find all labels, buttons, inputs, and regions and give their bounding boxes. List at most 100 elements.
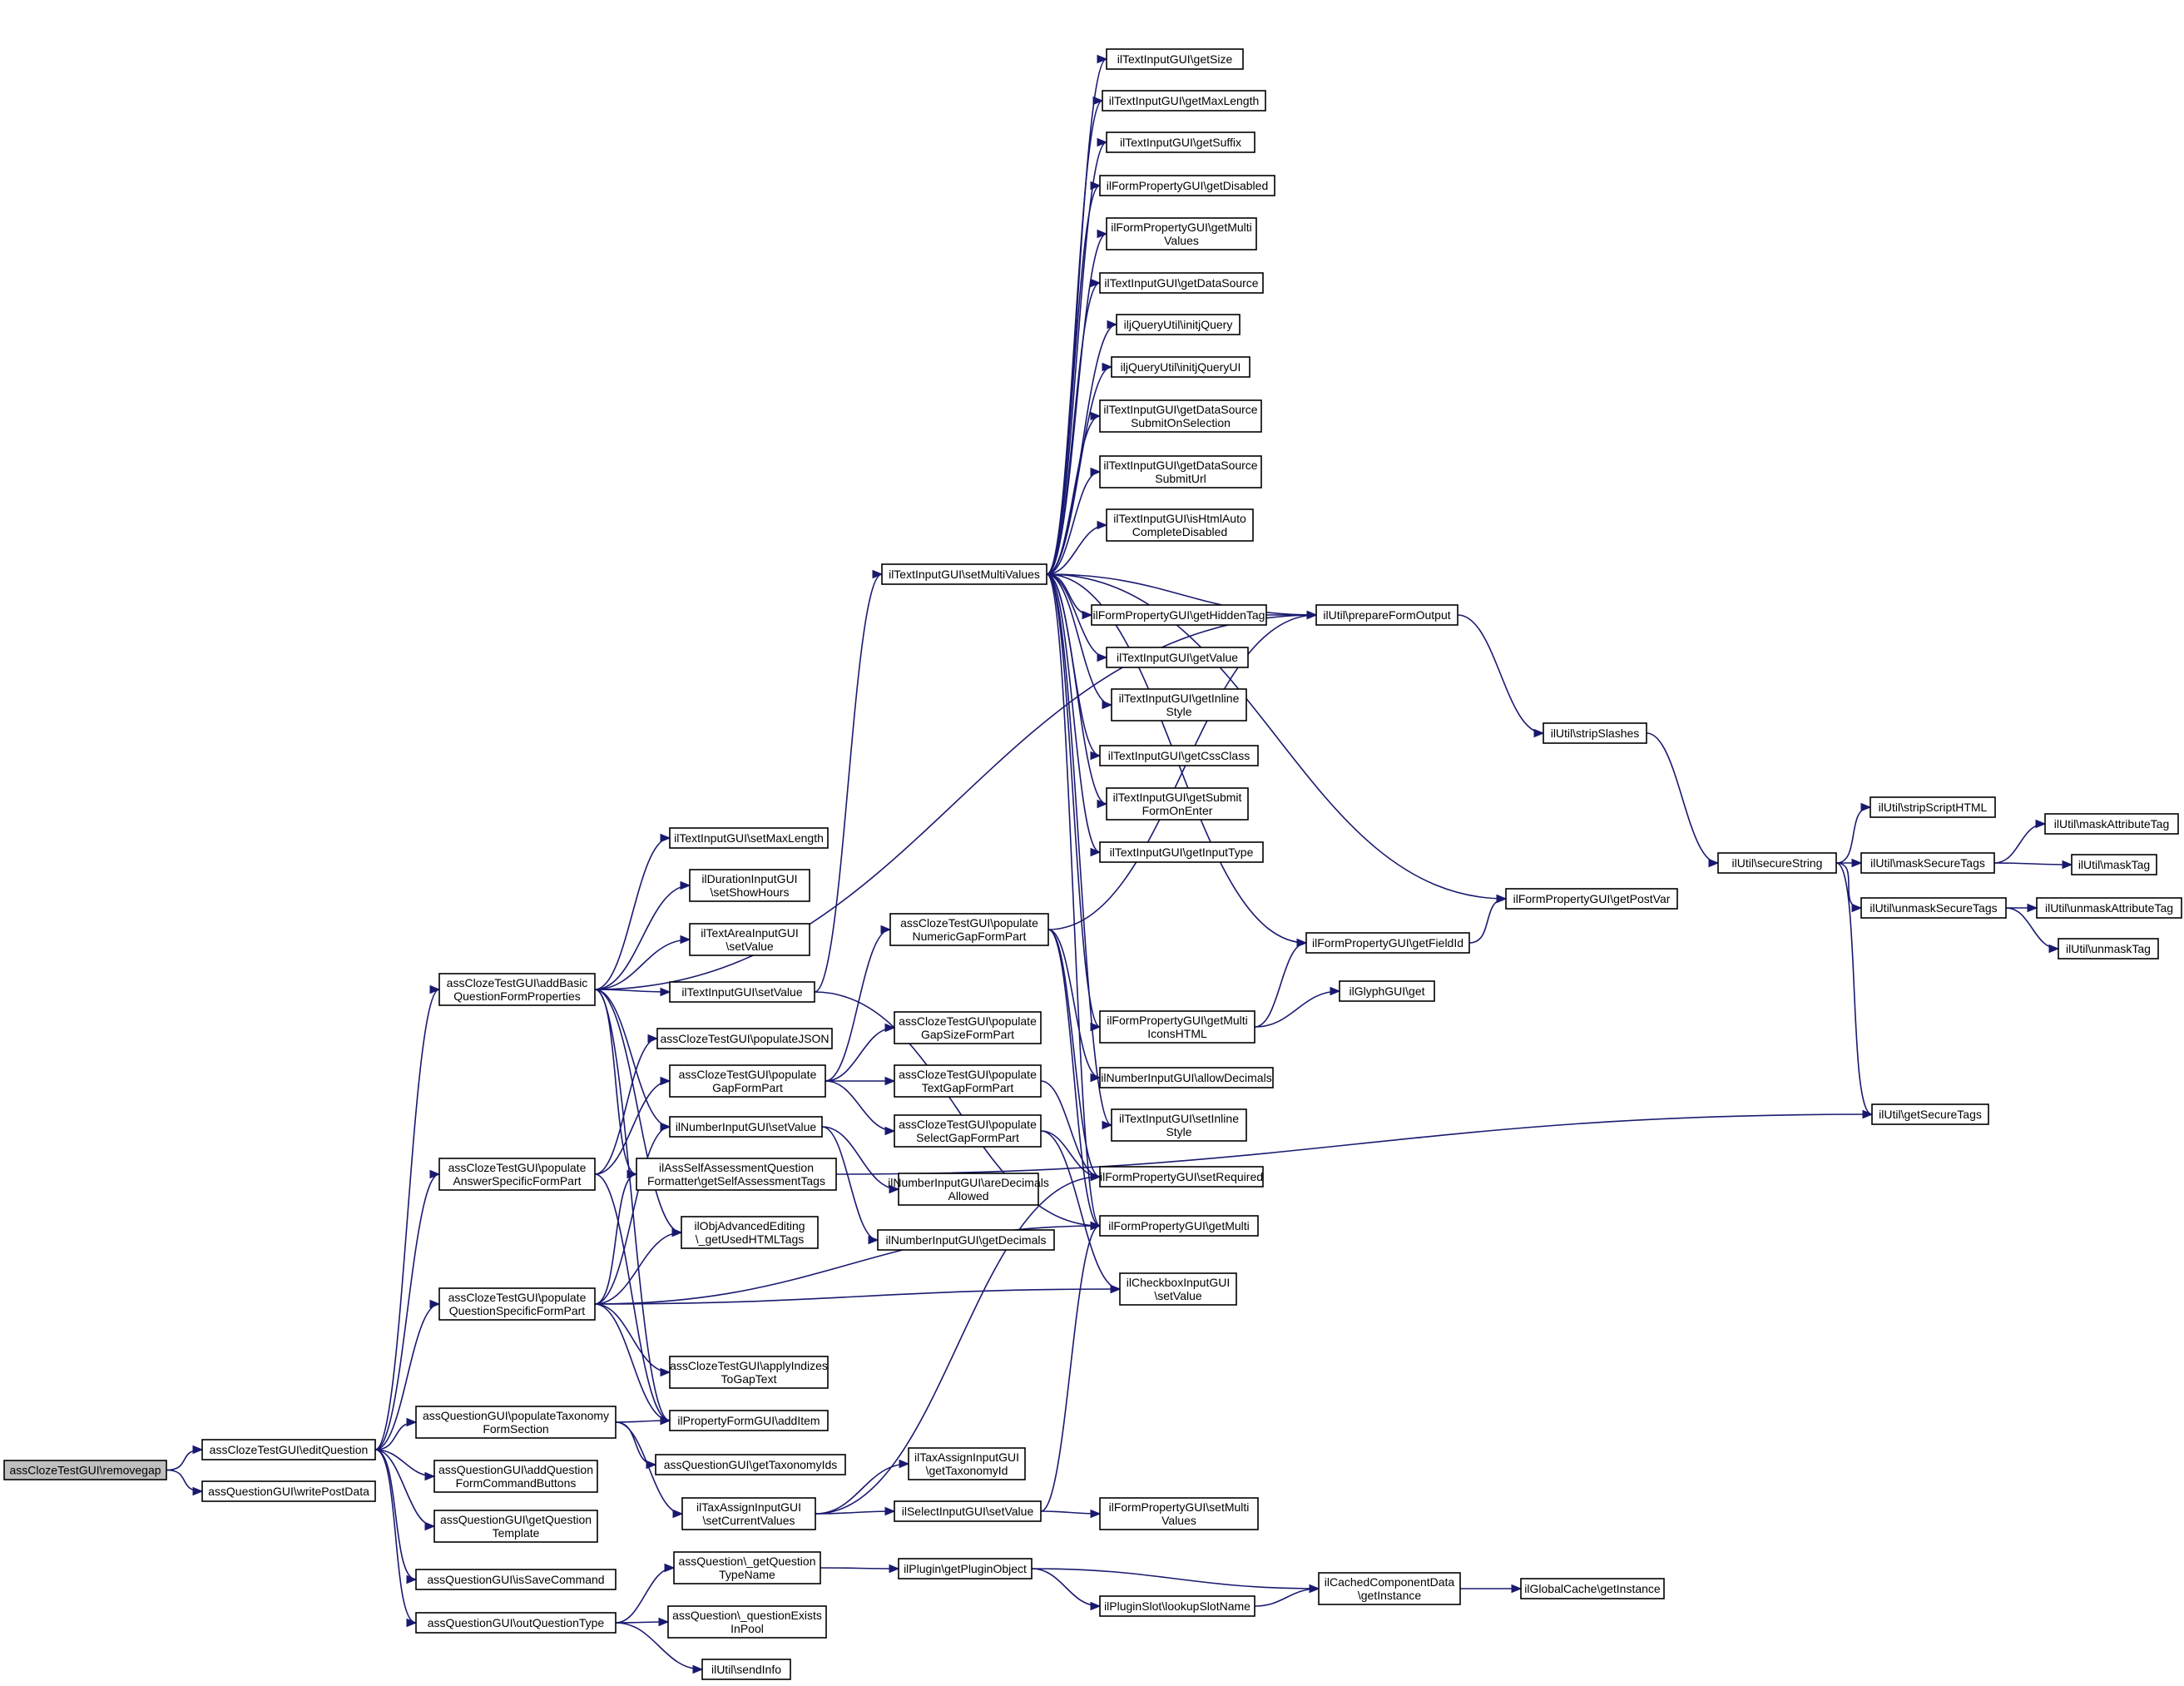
node-populate-answer[interactable]: assClozeTestGUI\populateAnswerSpecificFo… <box>438 1158 596 1191</box>
node-add-item[interactable]: ilPropertyFormGUI\addItem <box>669 1410 829 1431</box>
node-strip-script-html[interactable]: ilUtil\stripScriptHTML <box>1870 796 1996 818</box>
node-fp-get-disabled[interactable]: ilFormPropertyGUI\getDisabled <box>1099 175 1275 196</box>
node-populate-select-gap[interactable]: assClozeTestGUI\populateSelectGapFormPar… <box>894 1114 1042 1148</box>
edge-arrowhead <box>626 1169 638 1179</box>
node-add-question-form-command[interactable]: assQuestionGUI\addQuestionFormCommandBut… <box>433 1460 598 1493</box>
node-send-info[interactable]: ilUtil\sendInfo <box>701 1659 791 1680</box>
node-unmask-tag[interactable]: ilUtil\unmaskTag <box>2058 938 2159 960</box>
node-plugin-get-plugin-object[interactable]: ilPlugin\getPluginObject <box>898 1558 1033 1579</box>
node-populate-taxonomy[interactable]: assQuestionGUI\populateTaxonomyFormSecti… <box>415 1406 617 1439</box>
node-ti-get-input-type[interactable]: ilTextInputGUI\getInputType <box>1099 841 1264 863</box>
node-num-get-decimals[interactable]: ilNumberInputGUI\getDecimals <box>877 1229 1055 1251</box>
edge-arrowhead <box>1708 858 1720 868</box>
node-ti-get-value[interactable]: ilTextInputGUI\getValue <box>1106 647 1249 668</box>
node-populate-question[interactable]: assClozeTestGUI\populateQuestionSpecific… <box>438 1287 596 1321</box>
node-num-allow-decimals[interactable]: ilNumberInputGUI\allowDecimals <box>1099 1067 1274 1088</box>
node-fp-get-multi[interactable]: ilFormPropertyGUI\getMulti <box>1099 1215 1259 1237</box>
edge-edit-question-to-out-question-type <box>374 1449 418 1628</box>
edge-line <box>594 939 691 990</box>
node-removegap[interactable]: assClozeTestGUI\removegap <box>3 1460 167 1480</box>
node-global-cache-get-instance[interactable]: ilGlobalCache\getInstance <box>1520 1578 1665 1599</box>
node-ti-get-dssubmit-on-sel[interactable]: ilTextInputGUI\getDataSourceSubmitOnSele… <box>1099 399 1262 433</box>
node-num-set-value[interactable]: ilNumberInputGUI\setValue <box>669 1116 823 1138</box>
edge-arrowhead <box>1092 96 1104 106</box>
node-cb-set-value[interactable]: ilCheckboxInputGUI\setValue <box>1119 1272 1237 1306</box>
node-box <box>908 1447 1026 1480</box>
node-fp-get-field-id[interactable]: ilFormPropertyGUI\getFieldId <box>1305 932 1470 954</box>
node-select-set-value[interactable]: ilSelectInputGUI\setValue <box>894 1500 1042 1522</box>
node-unmask-secure-tags[interactable]: ilUtil\unmaskSecureTags <box>1860 897 2007 919</box>
edge-line <box>820 1567 899 1569</box>
node-label: ilFormPropertyGUI\getMulti <box>1108 1219 1250 1232</box>
node-plugin-slot-lookup[interactable]: ilPluginSlot\lookupSlotName <box>1099 1595 1255 1617</box>
node-fp-set-required[interactable]: ilFormPropertyGUI\setRequired <box>1099 1166 1264 1188</box>
node-tax-get-taxonomy-id[interactable]: ilTaxAssignInputGUI\getTaxonomyId <box>908 1447 1026 1480</box>
node-cached-get-instance[interactable]: ilCachedComponentData\getInstance <box>1318 1572 1461 1605</box>
node-fp-get-post-var[interactable]: ilFormPropertyGUI\getPostVar <box>1505 888 1678 910</box>
node-fp-set-multi-values[interactable]: ilFormPropertyGUI\setMultiValues <box>1099 1497 1259 1530</box>
node-label: SubmitOnSelection <box>1131 416 1231 429</box>
node-ti-get-data-source[interactable]: ilTextInputGUI\getDataSource <box>1099 272 1264 294</box>
node-write-post-data[interactable]: assQuestionGUI\writePostData <box>201 1480 376 1502</box>
node-prepare-form-output[interactable]: ilUtil\prepareFormOutput <box>1315 604 1458 626</box>
edge-line <box>594 1173 637 1305</box>
node-ti-set-value[interactable]: ilTextInputGUI\setValue <box>669 981 815 1003</box>
node-fp-get-hidden-tag[interactable]: ilFormPropertyGUI\getHiddenTag <box>1091 604 1267 626</box>
node-jq-initj-query[interactable]: iljQueryUtil\initjQuery <box>1116 314 1241 335</box>
node-tax-set-current[interactable]: ilTaxAssignInputGUI\setCurrentValues <box>681 1497 816 1530</box>
node-ta-set-value[interactable]: ilTextAreaInputGUI\setValue <box>689 923 810 956</box>
node-is-save-command[interactable]: assQuestionGUI\isSaveCommand <box>415 1569 617 1590</box>
edge-line <box>1040 1225 1101 1512</box>
node-jq-initj-query-ui[interactable]: iljQueryUtil\initjQueryUI <box>1111 356 1250 378</box>
node-mask-tag[interactable]: ilUtil\maskTag <box>2071 854 2157 875</box>
node-get-taxonomy-ids[interactable]: assQuestionGUI\getTaxonomyIds <box>655 1454 846 1475</box>
edge-line <box>374 1173 440 1450</box>
node-glyph-get[interactable]: ilGlyphGUI\get <box>1339 980 1435 1002</box>
node-ti-set-multi-values[interactable]: ilTextInputGUI\setMultiValues <box>881 563 1047 585</box>
node-self-assessment[interactable]: ilAssSelfAssessmentQuestionFormatter\get… <box>636 1158 837 1191</box>
node-out-question-type[interactable]: assQuestionGUI\outQuestionType <box>415 1612 617 1634</box>
node-box <box>1871 1103 1989 1125</box>
node-strip-slashes[interactable]: ilUtil\stripSlashes <box>1543 722 1647 744</box>
edge-ti-set-multi-values-to-ti-set-inline-style <box>1046 573 1113 1130</box>
node-mask-secure-tags[interactable]: ilUtil\maskSecureTags <box>1860 852 1995 874</box>
node-ti-set-max-length[interactable]: ilTextInputGUI\setMaxLength <box>669 827 829 849</box>
node-get-secure-tags[interactable]: ilUtil\getSecureTags <box>1871 1103 1989 1125</box>
node-ti-get-css-class[interactable]: ilTextInputGUI\getCssClass <box>1099 745 1259 766</box>
node-populate-json[interactable]: assClozeTestGUI\populateJSON <box>656 1028 833 1049</box>
node-box <box>1860 852 1995 874</box>
node-obj-advanced[interactable]: ilObjAdvancedEditing\_getUsedHTMLTags <box>681 1216 819 1249</box>
node-dur-set-show-hours[interactable]: ilDurationInputGUI\setShowHours <box>689 869 810 902</box>
node-secure-string[interactable]: ilUtil\secureString <box>1717 852 1837 874</box>
node-label: IconsHTML <box>1147 1027 1207 1040</box>
node-ti-get-size[interactable]: ilTextInputGUI\getSize <box>1106 48 1244 70</box>
edge-line <box>1031 1568 1320 1589</box>
edge-plugin-get-plugin-object-to-cached-get-instance <box>1031 1568 1320 1594</box>
node-ti-is-html-auto[interactable]: ilTextInputGUI\isHtmlAutoCompleteDisable… <box>1106 508 1254 542</box>
node-add-basic[interactable]: assClozeTestGUI\addBasicQuestionFormProp… <box>438 973 596 1006</box>
node-ti-get-max-length[interactable]: ilTextInputGUI\getMaxLength <box>1102 90 1266 112</box>
node-populate-numeric[interactable]: assClozeTestGUI\populateNumericGapFormPa… <box>889 913 1049 946</box>
node-unmask-attribute-tag[interactable]: ilUtil\unmaskAttributeTag <box>2036 897 2182 919</box>
node-box <box>1505 888 1678 910</box>
node-label: ilNumberInputGUI\setValue <box>676 1120 817 1133</box>
edge-arrowhead <box>1851 903 1863 913</box>
edge-line <box>594 1038 658 1175</box>
node-mask-attribute-tag[interactable]: ilUtil\maskAttributeTag <box>2044 813 2179 835</box>
node-edit-question[interactable]: assClozeTestGUI\editQuestion <box>201 1439 376 1460</box>
node-ti-get-suffix[interactable]: ilTextInputGUI\getSuffix <box>1106 131 1255 153</box>
